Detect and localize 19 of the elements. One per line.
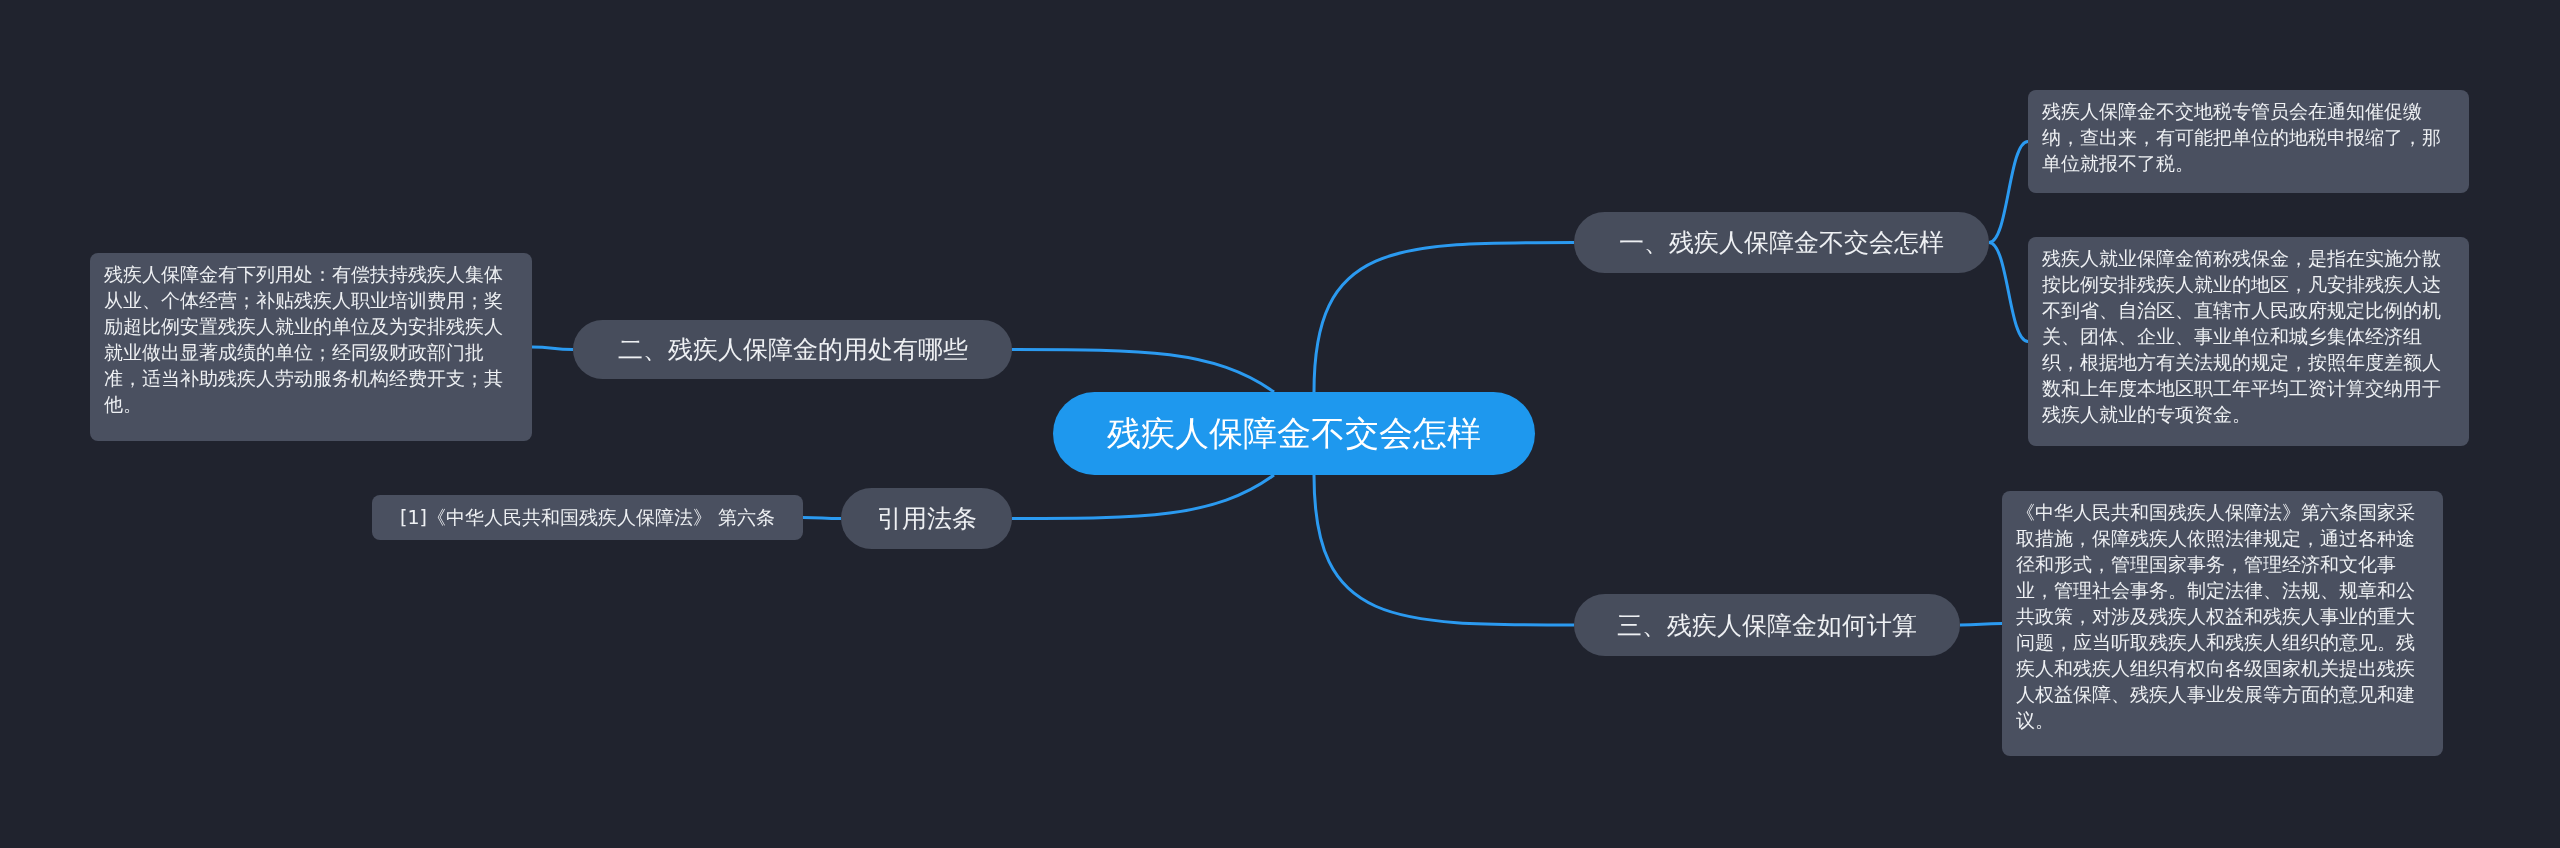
topic-pill: 引用法条 bbox=[841, 488, 1012, 549]
topic-pill: 二、残疾人保障金的用处有哪些 bbox=[573, 320, 1012, 379]
connector-line bbox=[532, 345, 573, 351]
connector-line bbox=[1312, 474, 1574, 627]
connector-line bbox=[1012, 473, 1275, 520]
connector-line bbox=[1012, 348, 1275, 394]
note-box: 残疾人保障金有下列用处：有偿扶持残疾人集体从业、个体经营；补贴残疾人职业培训费用；奖励超比例安置残疾人就业的单位及为安排残疾人就业做出显著成绩的单位；经同级财政部门批准，适当补助残疾人劳动服务机构经费开支；其他。 bbox=[90, 253, 532, 441]
connector-line bbox=[1960, 622, 2002, 627]
central-topic: 残疾人保障金不交会怎样 bbox=[1053, 392, 1535, 475]
note-box: 残疾人就业保障金简称残保金，是指在实施分散按比例安排残疾人就业的地区，凡安排残疾人达不到省、自治区、直辖市人民政府规定比例的机关、团体、企业、事业单位和城乡集体经济组织，根据地方有关法规的规定，按照年度差额人数和上年度本地区职工年平均工资计算交纳用于残疾人就业的专项资金。 bbox=[2028, 237, 2469, 446]
connector-line bbox=[1988, 140, 2029, 244]
connector-line bbox=[1988, 241, 2029, 343]
topic-pill: 一、残疾人保障金不交会怎样 bbox=[1574, 212, 1989, 273]
connector-line bbox=[803, 516, 841, 520]
note-box: 残疾人保障金不交地税专管员会在通知催促缴纳，查出来，有可能把单位的地税申报缩了，那单位就报不了税。 bbox=[2028, 90, 2469, 193]
reference-box: [1]《中华人民共和国残疾人保障法》 第六条 bbox=[372, 495, 803, 540]
note-box: 《中华人民共和国残疾人保障法》第六条国家采取措施，保障残疾人依照法律规定，通过各种途径和形式，管理国家事务，管理经济和文化事业，管理社会事务。制定法律、法规、规章和公共政策，对涉及残疾人权益和残疾人事业的重大问题，应当听取残疾人和残疾人组织的意见。残疾人和残疾人组织有权向各级国家机关提出残疾人权益保障、残疾人事业发展等方面的意见和建议。 bbox=[2002, 491, 2443, 756]
topic-pill: 三、残疾人保障金如何计算 bbox=[1574, 594, 1960, 656]
connector-line bbox=[1312, 241, 1574, 393]
